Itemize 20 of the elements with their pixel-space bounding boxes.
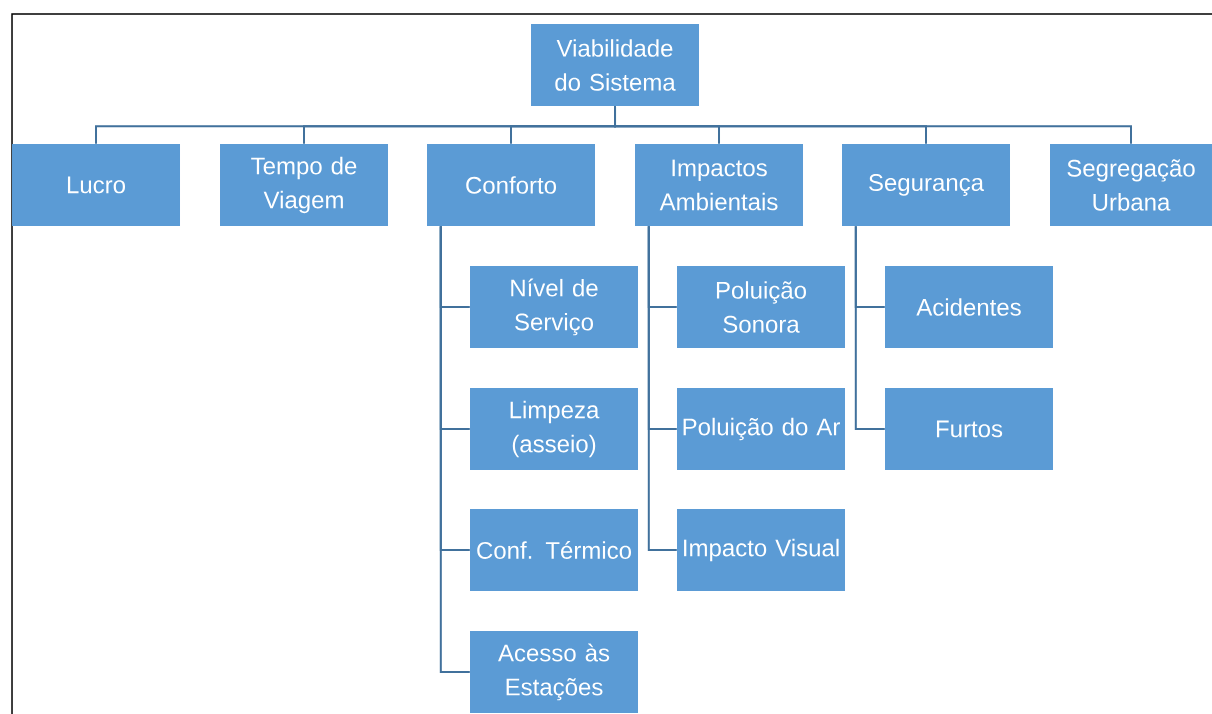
objective-box: Nível de Serviço [470, 266, 638, 348]
objective-box: Poluição do Ar [677, 388, 845, 470]
objective-box: Furtos [885, 388, 1053, 470]
objective-box: Impactos Ambientais [635, 144, 803, 226]
objective-box: Limpeza (asseio) [470, 388, 638, 470]
objective-box: Segurança [842, 144, 1010, 226]
objective-box: Segregação Urbana [1050, 144, 1212, 226]
objective-box: Impacto Visual [677, 509, 845, 591]
objective-box: Conforto [427, 144, 595, 226]
objective-box: Acesso às Estações [470, 631, 638, 713]
connector-line [439, 225, 471, 673]
connector-line [647, 225, 678, 551]
objective-box: Poluição Sonora [677, 266, 845, 348]
objective-box: Acidentes [885, 266, 1053, 348]
objective-box: Conf. Térmico [470, 509, 638, 591]
connector-line [854, 225, 886, 430]
objective-box: Viabilidade do Sistema [531, 24, 699, 106]
connector-line [614, 105, 1132, 145]
objective-box: Lucro [12, 144, 180, 226]
objective-box: Tempo de Viagem [220, 144, 388, 226]
